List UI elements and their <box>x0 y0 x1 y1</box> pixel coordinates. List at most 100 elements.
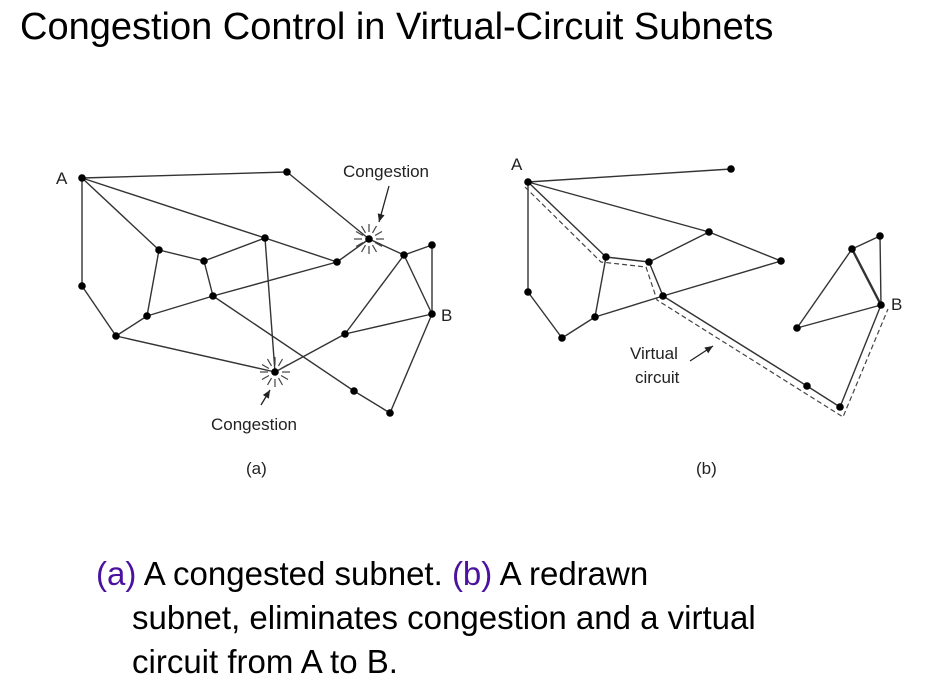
congestion-burst-bottom-ray <box>261 363 270 370</box>
a-node-n5 <box>333 258 341 266</box>
caption: (a) A congested subnet. (b) A redrawn su… <box>96 552 896 684</box>
b-node-A <box>524 178 532 186</box>
a-link <box>286 171 370 240</box>
a-link <box>115 315 148 337</box>
a-node-n7 <box>428 241 436 249</box>
b-node-p1 <box>848 245 856 253</box>
a-link <box>353 390 391 414</box>
a-link <box>212 295 355 392</box>
a-link <box>81 177 160 251</box>
a-node-C2 <box>271 368 279 376</box>
node-b-label-b: B <box>891 295 902 314</box>
caption-text-a: A congested subnet. <box>136 555 452 592</box>
network-diagrams: A B Congestion Congestion (a) A B Virtua… <box>56 155 902 478</box>
congestion-burst-top-ray <box>371 244 378 253</box>
a-link <box>81 171 288 179</box>
a-link <box>203 237 266 262</box>
b-node-p2 <box>876 232 884 240</box>
b-link <box>605 256 650 263</box>
a-link <box>264 237 338 263</box>
a-node-C1 <box>365 235 373 243</box>
b-link <box>879 235 882 306</box>
congestion-label-top: Congestion <box>343 162 429 181</box>
a-link <box>403 244 433 256</box>
b-link <box>527 181 710 233</box>
b-link <box>708 231 782 262</box>
congestion-burst-top-ray <box>360 225 367 234</box>
b-node-m14 <box>836 403 844 411</box>
a-link <box>115 335 276 373</box>
congestion-arrow-top-head <box>377 213 385 222</box>
b-link <box>561 316 596 339</box>
congestion-burst-top-ray <box>355 241 364 248</box>
a-link <box>264 237 276 373</box>
figure-b-sublabel: (b) <box>696 459 717 478</box>
b-link <box>527 168 732 183</box>
b-node-m5 <box>777 257 785 265</box>
a-link <box>344 254 405 335</box>
caption-tag-a: (a) <box>96 555 137 592</box>
b-link <box>648 261 664 297</box>
a-link <box>146 249 160 317</box>
a-node-n14 <box>386 409 394 417</box>
a-link <box>212 261 338 297</box>
caption-text-b: A redrawn <box>492 555 649 592</box>
congestion-burst-bottom-ray <box>266 358 273 367</box>
b-node-m1 <box>727 165 735 173</box>
congestion-burst-bottom-ray <box>277 358 284 367</box>
a-node-n13 <box>350 387 358 395</box>
b-link <box>839 304 882 408</box>
b-link <box>527 291 563 339</box>
b-node-B <box>877 301 885 309</box>
a-node-A <box>78 174 86 182</box>
b-link <box>851 235 881 250</box>
b-node-m8 <box>524 288 532 296</box>
b-node-m4 <box>705 228 713 236</box>
a-node-n12 <box>341 330 349 338</box>
congestion-burst-top-ray <box>374 230 383 237</box>
b-node-m3 <box>645 258 653 266</box>
virtual-circuit-path <box>524 186 889 418</box>
caption-line-3: circuit from A to B. <box>132 643 398 680</box>
figure-a-sublabel: (a) <box>246 459 267 478</box>
a-link <box>368 238 405 256</box>
a-node-n8 <box>78 282 86 290</box>
congestion-burst-bottom-ray <box>261 374 270 381</box>
virtual-circuit-label-1: Virtual <box>630 344 678 363</box>
a-link <box>344 313 433 335</box>
b-link <box>648 231 710 263</box>
b-link <box>594 295 664 318</box>
node-b-label: B <box>441 306 452 325</box>
b-node-m10 <box>591 313 599 321</box>
slide-title: Congestion Control in Virtual-Circuit Su… <box>20 6 774 48</box>
a-node-n10 <box>143 312 151 320</box>
a-node-n11 <box>112 332 120 340</box>
node-a-label-b: A <box>511 155 523 174</box>
a-link <box>146 295 214 317</box>
b-node-p3 <box>793 324 801 332</box>
diagram-b-redrawn-subnet <box>524 165 889 418</box>
a-link <box>403 254 433 315</box>
b-link <box>527 181 607 258</box>
b-node-m13 <box>803 382 811 390</box>
a-link <box>336 238 370 263</box>
virtual-circuit-arrow-head <box>704 346 713 354</box>
diagram-a-congested-subnet <box>78 168 436 417</box>
a-link <box>81 177 266 239</box>
b-link <box>806 385 841 408</box>
b-link <box>662 260 782 297</box>
congestion-burst-bottom-ray <box>280 363 289 370</box>
a-node-n6 <box>400 251 408 259</box>
b-link <box>796 304 882 329</box>
b-link <box>796 248 853 329</box>
congestion-burst-bottom-ray <box>277 377 284 386</box>
congestion-burst-top-ray <box>371 225 378 234</box>
a-node-n2 <box>155 246 163 254</box>
node-a-label: A <box>56 169 68 188</box>
a-link <box>203 260 214 297</box>
a-node-n3 <box>200 257 208 265</box>
caption-tag-b: (b) <box>451 555 493 592</box>
congestion-label-bottom: Congestion <box>211 415 297 434</box>
congestion-arrow-bottom-head <box>262 390 270 399</box>
a-node-n1 <box>283 168 291 176</box>
